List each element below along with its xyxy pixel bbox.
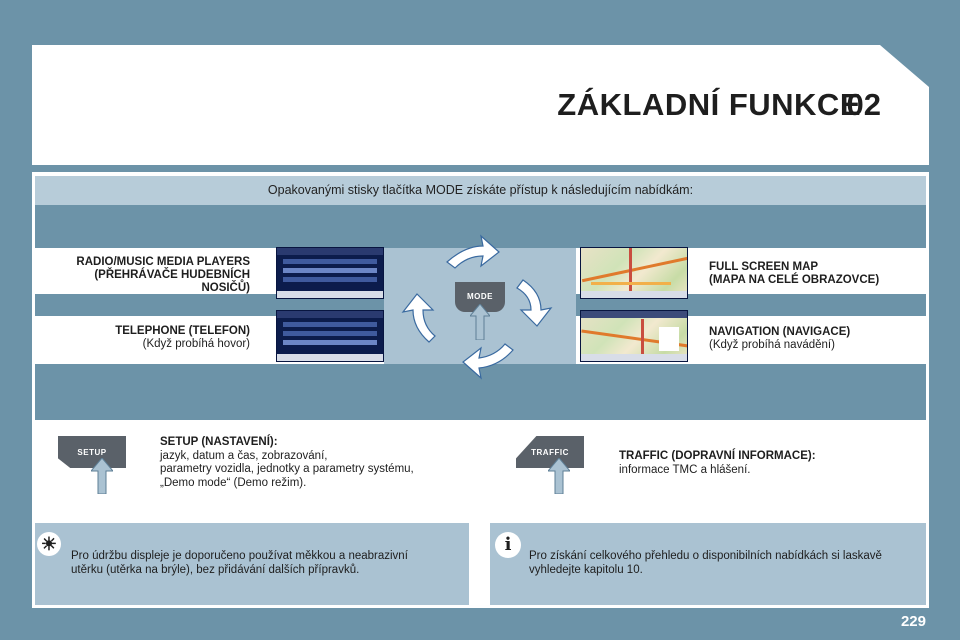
band-top <box>35 205 926 248</box>
info-text: Pro získání celkového přehledu o disponi… <box>529 550 882 576</box>
arrow-right-icon <box>516 279 553 327</box>
traffic-press-arrow-icon <box>548 458 570 494</box>
arrow-left-icon <box>401 293 436 343</box>
radio-screen-image <box>276 247 384 299</box>
arrow-bottom-icon <box>462 343 514 380</box>
info-box <box>490 523 926 605</box>
telephone-screen-image <box>276 310 384 362</box>
intro-text: Opakovanými stisky tlačítka MODE získáte… <box>35 176 926 205</box>
telephone-label: TELEPHONE (TELEFON) (Když probíhá hovor) <box>115 325 250 350</box>
arrow-top-icon <box>446 234 500 269</box>
traffic-text: TRAFFIC (DOPRAVNÍ INFORMACE): informace … <box>619 450 816 476</box>
setup-text: SETUP (NASTAVENÍ): jazyk, datum a čas, z… <box>160 436 414 489</box>
chapter-number: 02 <box>846 87 881 122</box>
radio-label: RADIO/MUSIC MEDIA PLAYERS (PŘEHRÁVAČE HU… <box>76 256 250 294</box>
fullmap-screen-image <box>580 247 688 299</box>
header-card: ZÁKLADNÍ FUNKCE 02 <box>32 45 929 165</box>
sun-icon: ☀ <box>37 532 61 556</box>
info-icon: i <box>495 532 521 558</box>
navigation-screen-image <box>580 310 688 362</box>
page-title: ZÁKLADNÍ FUNKCE <box>557 87 861 122</box>
navigation-label: NAVIGATION (NAVIGACE) (Když probíhá navá… <box>709 326 851 351</box>
cycle-arrows <box>401 234 553 380</box>
setup-press-arrow-icon <box>91 458 113 494</box>
fullmap-label: FULL SCREEN MAP (MAPA NA CELÉ OBRAZOVCE) <box>709 261 880 286</box>
setup-button[interactable]: SETUP <box>58 436 126 468</box>
tip-text: Pro údržbu displeje je doporučeno použív… <box>71 550 408 576</box>
tip-box <box>35 523 469 605</box>
mode-press-arrow-icon <box>470 304 490 340</box>
page-number: 229 <box>900 613 926 630</box>
